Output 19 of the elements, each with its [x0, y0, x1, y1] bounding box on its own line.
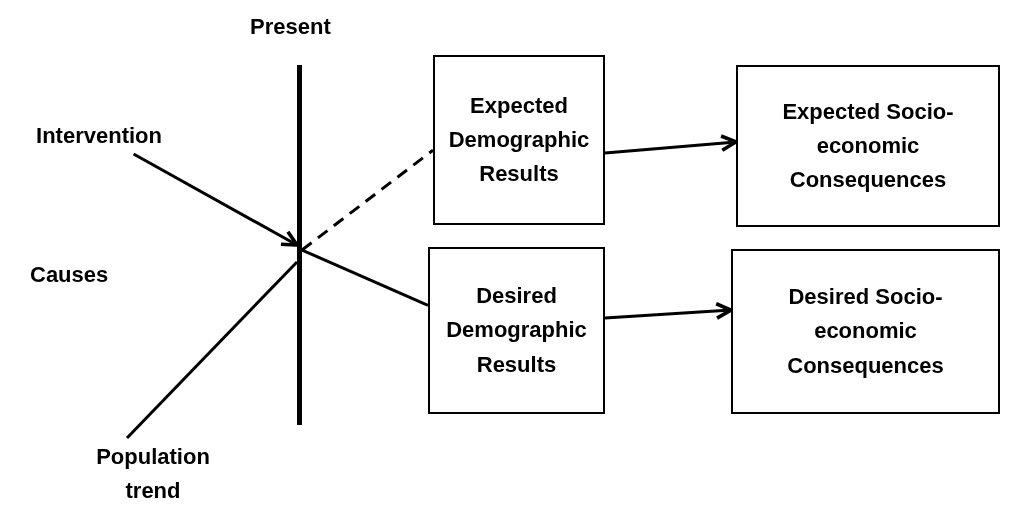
timeline-heading: Present	[250, 14, 331, 40]
connector-line	[301, 149, 434, 252]
side-label: Causes	[30, 262, 109, 288]
box-label: Desired Demographic Results	[445, 282, 588, 379]
process-box	[428, 247, 605, 414]
process-box	[731, 249, 1000, 414]
arrow	[604, 134, 738, 155]
box-label: Expected Demographic Results	[447, 91, 591, 189]
connector-line	[301, 248, 429, 307]
timeline-bar	[297, 65, 302, 425]
arrow	[604, 301, 733, 320]
node-label: Population trend	[95, 442, 211, 505]
connector-line	[125, 260, 299, 440]
node-label: Intervention	[36, 121, 162, 150]
process-box	[433, 55, 605, 225]
box-label: Desired Socio-economic Consequences	[786, 283, 945, 380]
arrow	[132, 152, 299, 247]
box-label: Expected Socio-economic Consequences	[781, 97, 955, 195]
process-box	[736, 65, 1000, 227]
